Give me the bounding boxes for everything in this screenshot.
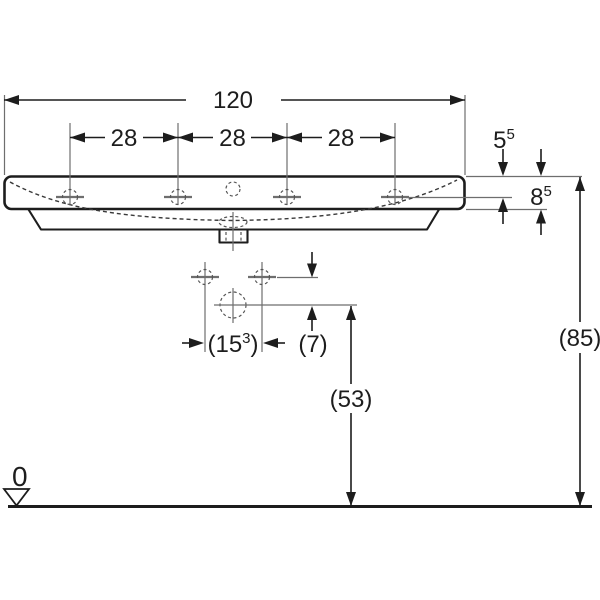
arrowhead-right-icon (272, 132, 287, 143)
supply-crosshair-icon (191, 268, 219, 286)
dimension-supply-spacing: (153) (182, 330, 285, 358)
arrowhead-left-icon (70, 132, 85, 143)
arrowhead-right-icon (450, 95, 465, 105)
arrowhead-right-icon (380, 132, 395, 143)
floor-datum-label: 0 (12, 461, 28, 492)
dim-rim-edge-height-label: 85 (530, 183, 552, 211)
tap-hole-crosshair-icon (381, 188, 409, 206)
supply-crosshair-icon (248, 268, 276, 286)
dim-rim-to-tap-label: 55 (493, 126, 515, 154)
arrowhead-up-icon (498, 198, 508, 212)
arrowhead-up-icon (536, 209, 546, 224)
basin-body-outline (27, 208, 440, 231)
arrowhead-up-icon (575, 177, 585, 191)
dim-supply-to-waste-label: (7) (298, 331, 327, 358)
dim-rim-height-label: (85) (559, 325, 600, 352)
tap-hole-crosshair-icon (273, 188, 301, 206)
floor: 0 (2, 461, 592, 508)
extension-lines (3, 95, 582, 211)
dimension-supply-to-waste: (7) (298, 252, 328, 358)
dim-waste-height-label: (53) (330, 386, 373, 413)
basin-rim-outline (3, 175, 466, 211)
dim-overall-width-label: 120 (213, 87, 253, 114)
tap-hole-crosshair-icon (56, 188, 84, 206)
dimension-rim-to-tap: 55 (493, 126, 515, 224)
arrowhead-up-icon (346, 306, 356, 320)
connection-detail (191, 262, 357, 352)
arrowhead-down-icon (536, 162, 546, 176)
dim-tap-spacing-1-label: 28 (111, 125, 138, 152)
datum-triangle-icon (2, 488, 31, 507)
arrowhead-left-icon (287, 132, 302, 143)
arrowhead-left-icon (263, 338, 278, 348)
arrowhead-right-icon (189, 338, 204, 348)
tap-hole-markers (56, 188, 409, 206)
basin-outline (3, 175, 466, 251)
dim-tap-spacing-3-label: 28 (328, 125, 355, 152)
arrowhead-left-icon (4, 95, 19, 105)
overflow-hole-dashed-circle (225, 181, 241, 197)
dim-supply-spacing-label: (153) (207, 330, 258, 358)
arrowhead-up-icon (307, 306, 317, 320)
arrowhead-right-icon (163, 132, 178, 143)
arrowhead-down-icon (498, 162, 508, 176)
arrowhead-down-icon (346, 492, 356, 506)
arrowhead-down-icon (575, 492, 585, 506)
dim-tap-spacing-2-label: 28 (219, 125, 246, 152)
basin-inner-profile-dashed (9, 179, 458, 222)
arrowhead-down-icon (307, 263, 317, 278)
dimension-rim-edge-height: 85 (530, 149, 552, 235)
dimension-rim-height: (85) (559, 177, 600, 506)
dimension-tap-spacing: 28 28 28 (70, 125, 395, 152)
arrowhead-left-icon (178, 132, 193, 143)
tap-hole-crosshair-icon (164, 188, 192, 206)
dimension-waste-height: (53) (330, 306, 373, 506)
dimension-overall-width: 120 (4, 87, 465, 114)
